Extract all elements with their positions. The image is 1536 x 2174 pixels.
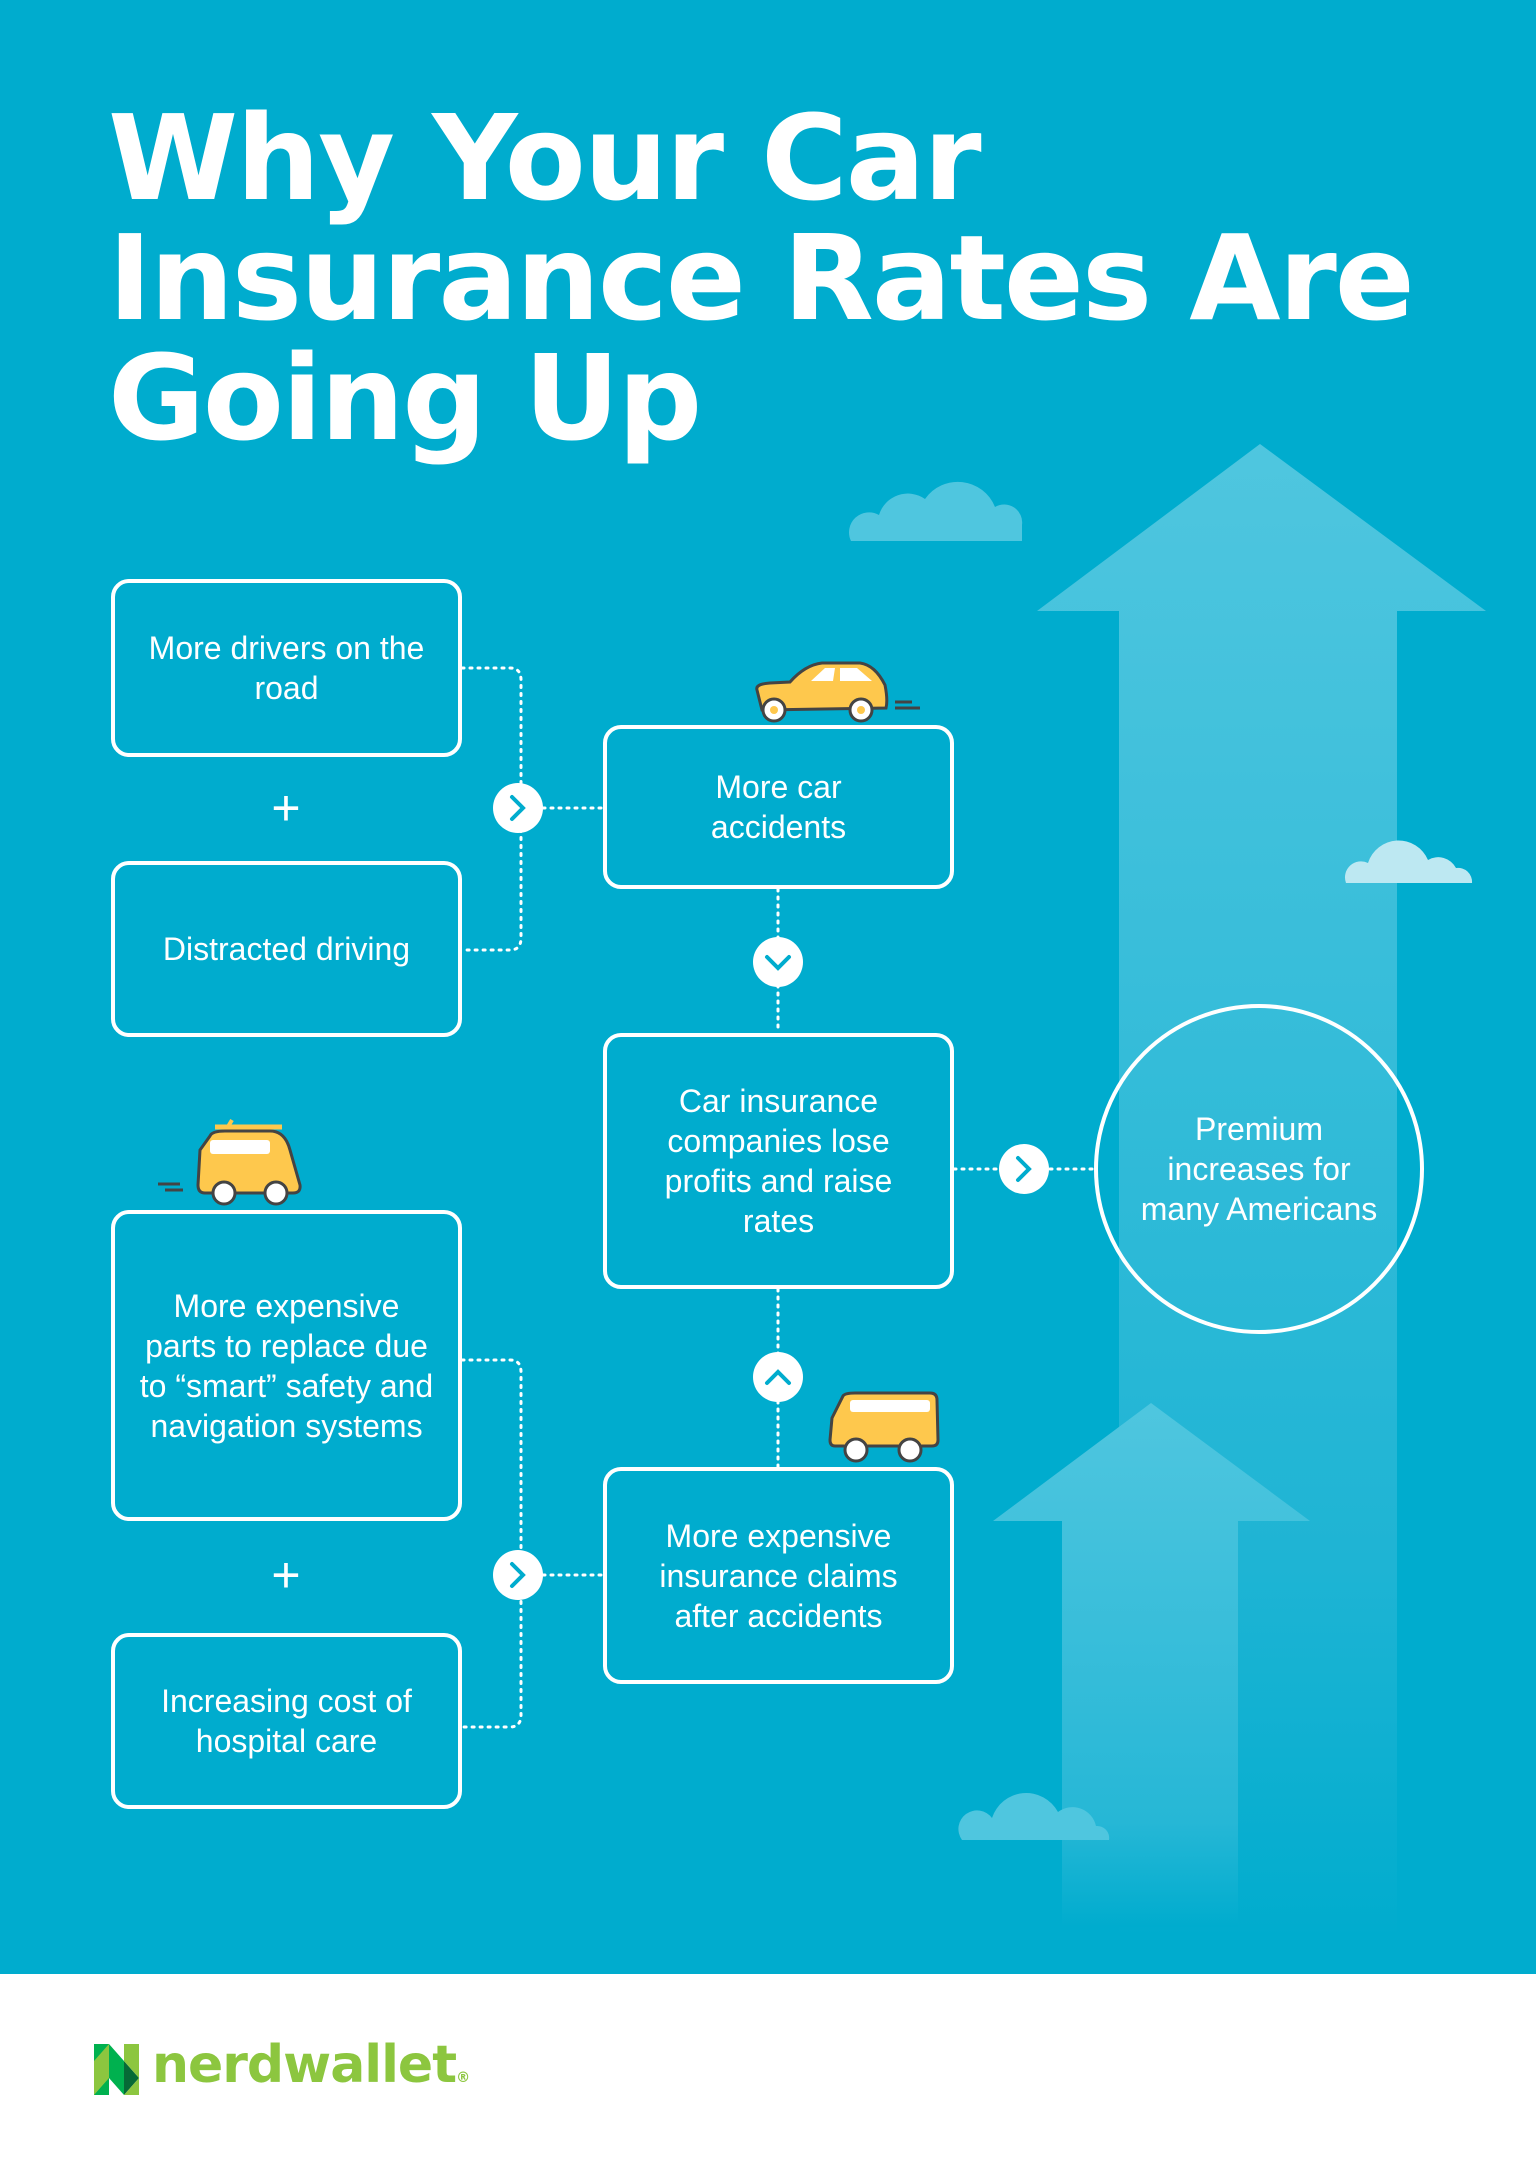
brand-wordmark: nerdwallet (152, 2035, 457, 2095)
small-arrow-icon (993, 1403, 1310, 1927)
box-more-accidents: More car accidents (603, 725, 954, 889)
box-more-drivers: More drivers on the road (111, 579, 462, 757)
chevron-right-icon (493, 783, 543, 833)
title-line: Why Your Car (108, 89, 982, 227)
chevron-right-icon (999, 1144, 1049, 1194)
chevron-up-icon (753, 1352, 803, 1402)
result-premium-increases: Premium increases for many Americans (1094, 1004, 1424, 1334)
plus-sign: + (271, 780, 301, 836)
registered-mark: ® (456, 2070, 470, 2086)
cloud-icon (849, 481, 1023, 541)
box-expensive-parts: More expensive parts to replace due to “… (111, 1210, 462, 1521)
brand-name: nerdwallet® (152, 2035, 470, 2095)
title-line: Insurance Rates Are (108, 209, 1415, 347)
page-title: Why Your Car Insurance Rates Are Going U… (108, 89, 1415, 467)
chevron-right-icon (493, 1550, 543, 1600)
box-distracted-driving: Distracted driving (111, 861, 462, 1037)
cloud-icon (1344, 840, 1473, 883)
cloud-icon (958, 1793, 1110, 1840)
chevron-down-icon (753, 937, 803, 987)
title-line: Going Up (108, 329, 702, 467)
box-expensive-claims: More expensive insurance claims after ac… (603, 1467, 954, 1684)
car-icon (755, 661, 920, 723)
plus-sign: + (271, 1547, 301, 1603)
van-icon (828, 1391, 940, 1463)
box-hospital-cost: Increasing cost of hospital care (111, 1633, 462, 1809)
box-insurers-raise-rates: Car insurance companies lose profits and… (603, 1033, 954, 1289)
van-icon (158, 1118, 302, 1206)
footer (0, 1974, 1536, 2174)
nerdwallet-logo-icon (94, 2044, 139, 2095)
